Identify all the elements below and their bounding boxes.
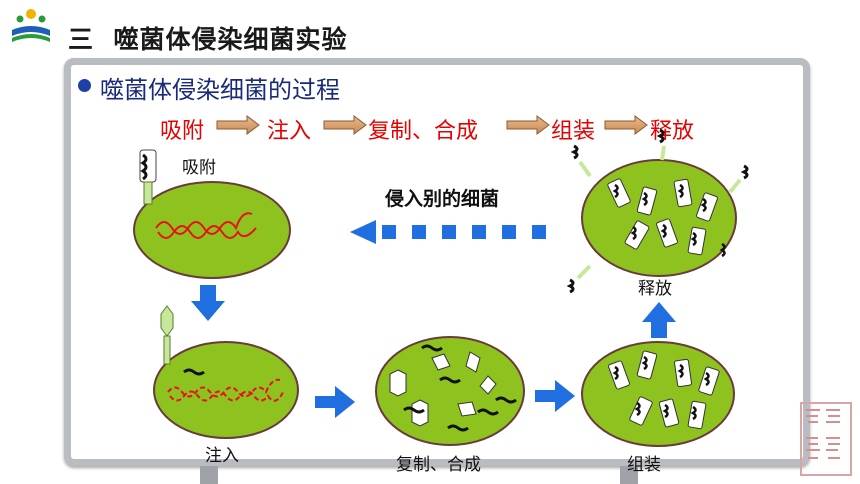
invade-label: 侵入别的细菌: [385, 188, 500, 210]
right-arrow: [535, 380, 575, 412]
education-logo-icon: [8, 6, 54, 50]
right-arrow: [315, 386, 355, 418]
bacteriophage-icon: [139, 149, 157, 205]
page-title: 三 噬菌体侵染细菌实验: [68, 25, 348, 54]
bacteriophage-icon: [160, 305, 205, 376]
board-stand-right: [620, 466, 638, 484]
cell-adsorb: [133, 181, 291, 279]
up-arrow: [642, 302, 676, 338]
cell-inject: [153, 341, 299, 439]
dna-strand: [155, 212, 253, 235]
step-adsorb: 吸附: [160, 119, 205, 144]
label-inject: 注入: [205, 446, 239, 466]
down-arrow: [191, 285, 225, 321]
step-assemble: 组装: [551, 119, 596, 144]
cell-release: [581, 159, 737, 277]
bacteriophage-icon: [566, 128, 749, 294]
label-replicate: 复制、合成: [396, 455, 481, 475]
invade-arrow: [350, 220, 546, 244]
label-adsorb: 吸附: [182, 158, 216, 178]
seal-stamp-icon: [800, 402, 852, 476]
board-stand-left: [200, 466, 218, 484]
dna-strand: [167, 378, 281, 398]
section-subtitle: 噬菌体侵染细菌的过程: [100, 76, 340, 104]
step-replicate: 复制、合成: [368, 119, 479, 144]
step-release: 释放: [650, 119, 695, 144]
bullet-dot: [78, 79, 91, 92]
process-arrow-icon: [216, 115, 648, 135]
label-release: 释放: [638, 279, 672, 299]
label-assemble: 组装: [627, 455, 661, 475]
step-inject: 注入: [267, 119, 312, 144]
